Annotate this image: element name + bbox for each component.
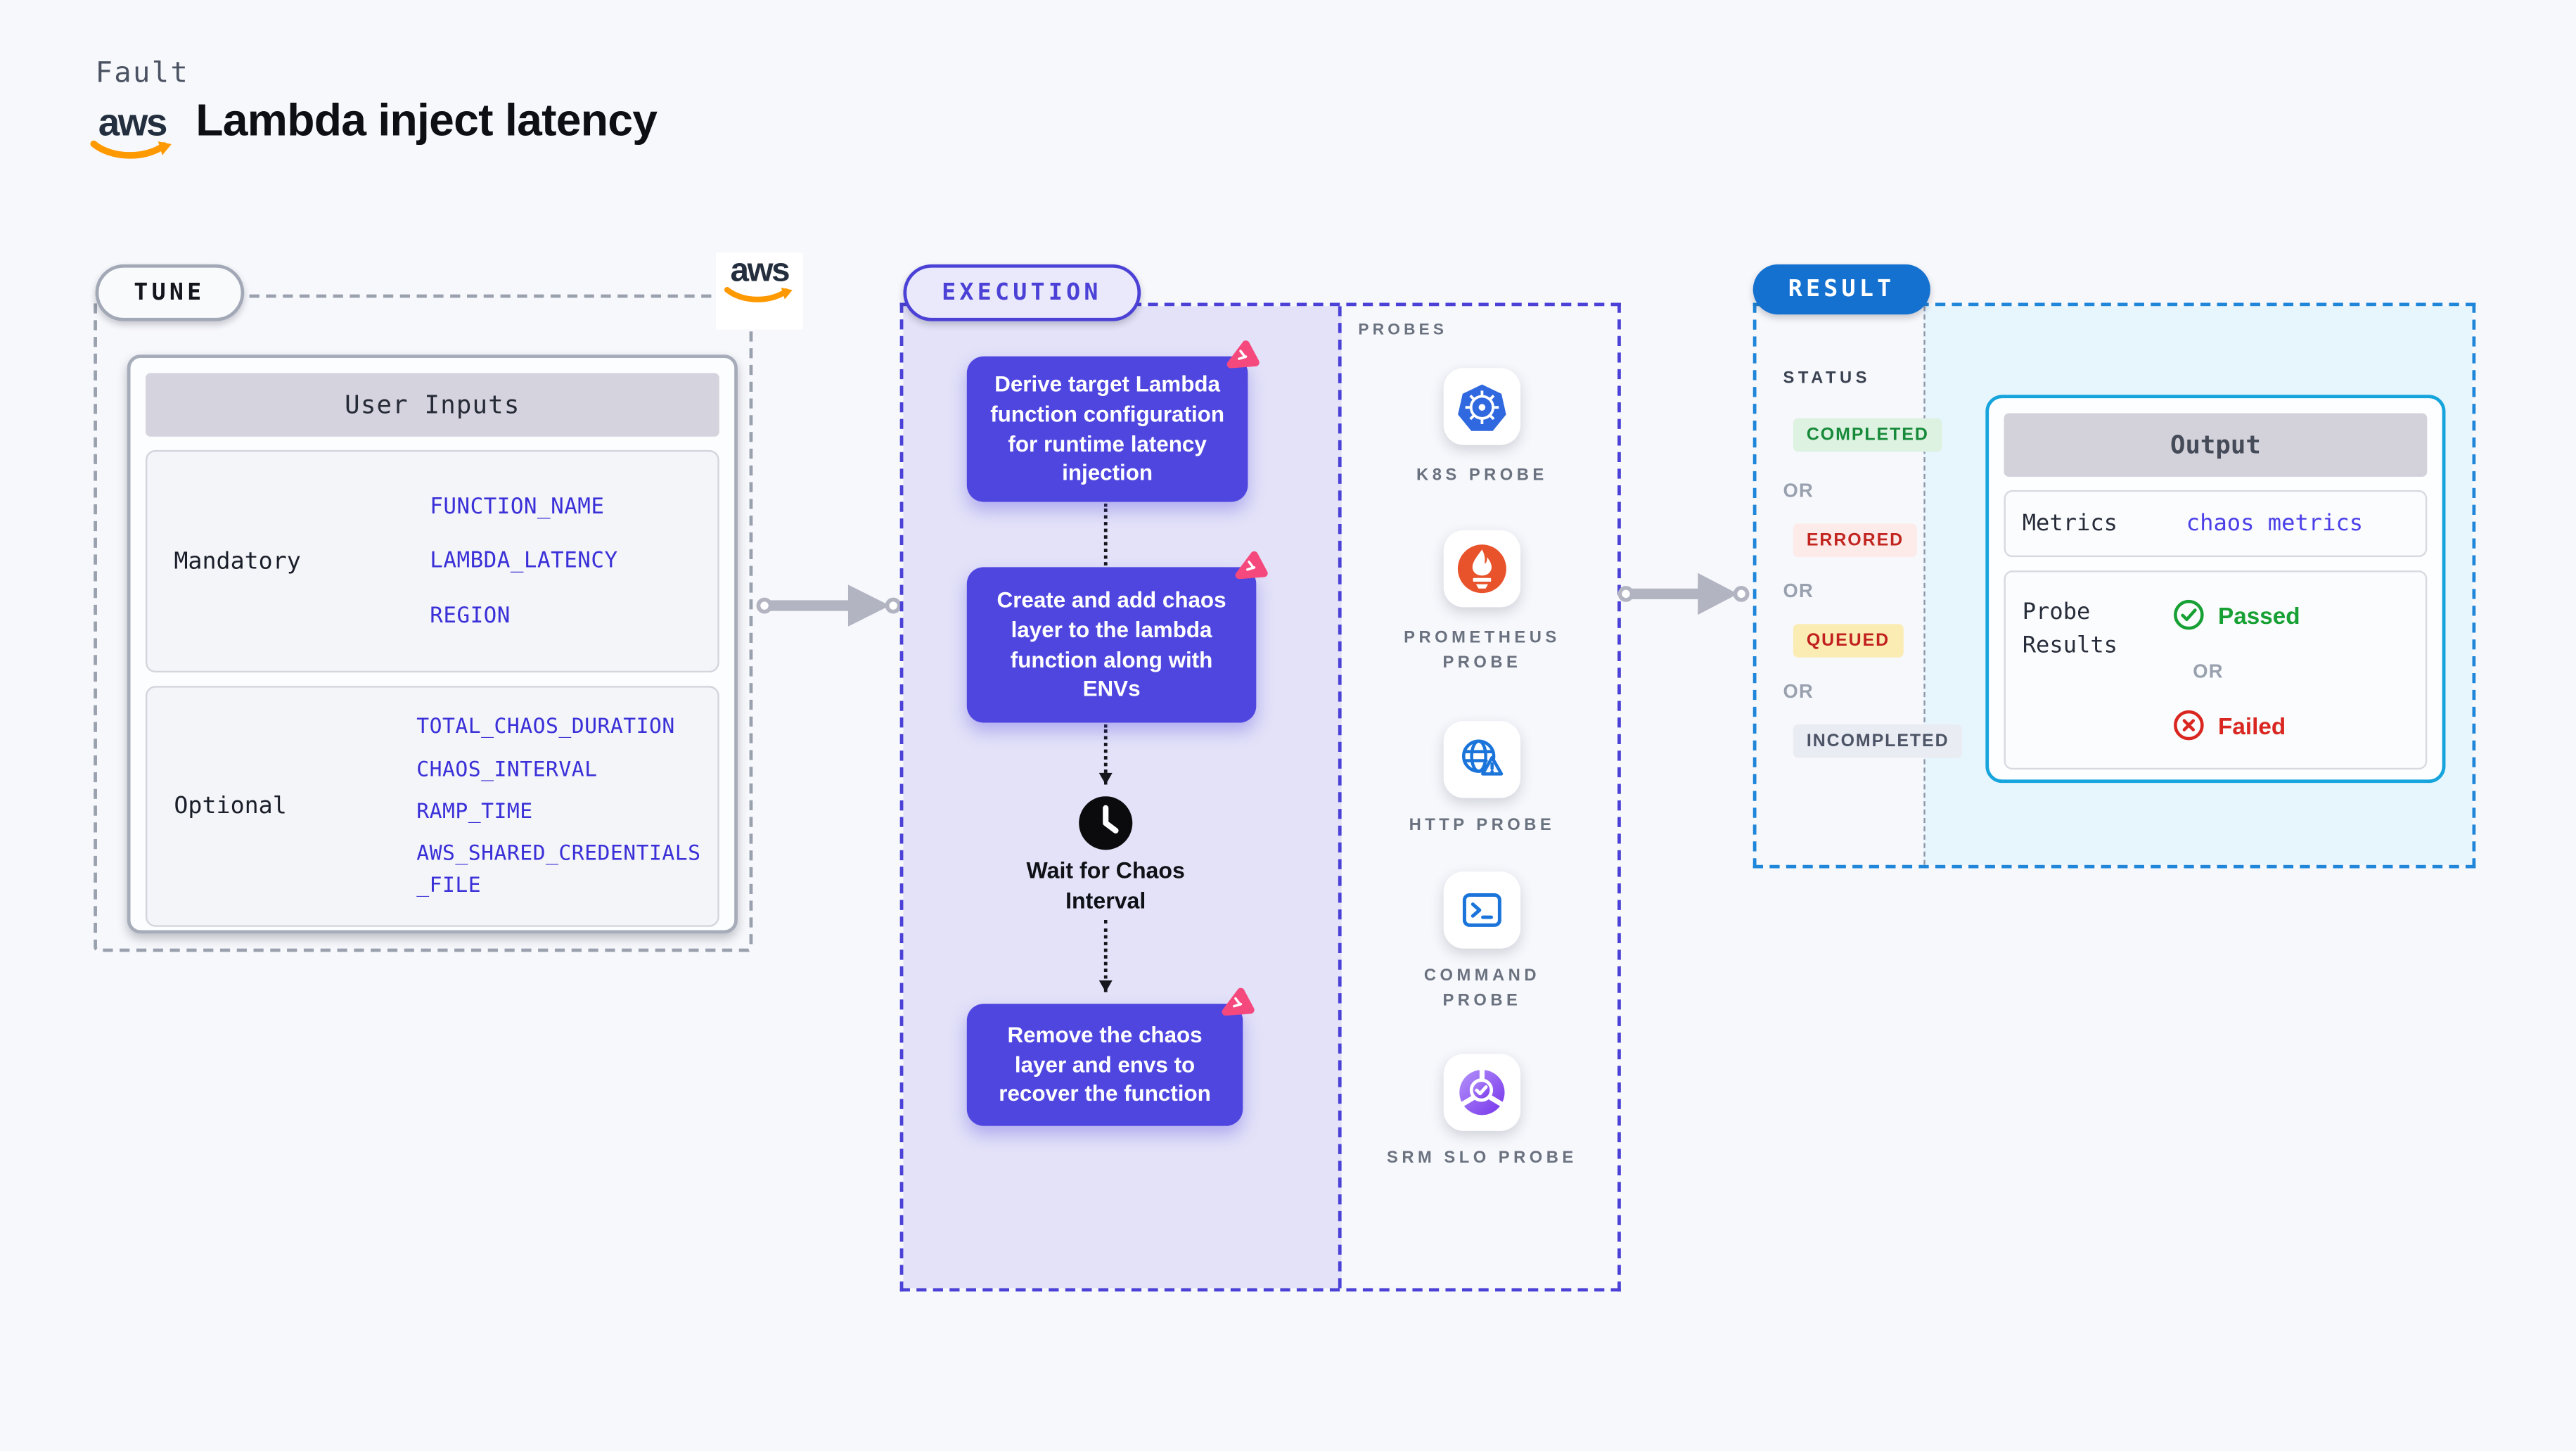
litmus-icon [1226,340,1260,369]
step-connector [1098,920,1112,992]
metrics-label: Metrics [2022,510,2118,537]
output-card: Output Metrics chaos metrics Probe Resul… [1985,395,2446,784]
step-connector [1103,503,1108,565]
tune-badge: TUNE [95,264,244,321]
status-badge-errored: ERRORED [1793,523,1918,558]
flow-arrow-icon [756,584,902,627]
tune-aws-logo-backdrop: aws [716,253,803,330]
globe-warning-icon [1461,739,1504,776]
param: CHAOS_INTERVAL [416,755,598,781]
result-badge: RESULT [1752,264,1930,315]
status-badge-incompleted: INCOMPLETED [1793,724,1963,758]
probe-label: K8S PROBE [1416,466,1548,485]
param: REGION [430,603,511,629]
mandatory-group: Mandatory FUNCTION_NAME LAMBDA_LATENCY R… [145,449,719,673]
aws-smile-icon [90,139,172,158]
output-title: Output [2004,413,2428,477]
clock-icon [1079,796,1133,850]
tune-panel [94,294,753,952]
litmus-icon [1222,987,1255,1016]
step-remove-layer: Remove the chaos layer and envs to recov… [966,987,1255,1126]
x-circle-icon [2174,710,2204,741]
aws-logo-text: aws [98,100,168,144]
command-probe-card [1443,871,1521,949]
or-separator: OR [1783,582,1814,603]
probe-results-row: Probe Results Passed OR Failed [2004,570,2428,770]
litmus-icon [1235,551,1268,580]
probe-results-label: Probe Results [2022,599,2118,660]
step-text: Create and add chaos layer to the lambda… [997,587,1226,701]
status-badge-completed: COMPLETED [1793,418,1942,452]
probe-label: HTTP PROBE [1409,816,1556,835]
slo-donut-check-icon [1459,1068,1505,1116]
probe-label: COMMAND PROBE [1423,966,1540,1011]
fault-kicker: Fault [95,56,190,91]
failed-label: Failed [2217,712,2286,739]
kubernetes-icon [1458,383,1506,430]
step-create-layer: Create and add chaos layer to the lambda… [966,551,1268,723]
param: TOTAL_CHAOS_DURATION [416,713,675,739]
group-label: Mandatory [174,547,301,575]
prometheus-icon [1457,544,1506,594]
mandatory-params: FUNCTION_NAME LAMBDA_LATENCY REGION [430,452,717,671]
probe-label: SRM SLO PROBE [1387,1149,1577,1168]
step-text: Derive target Lambda function configurat… [990,372,1225,485]
terminal-icon [1462,893,1501,927]
step-connector [1098,724,1112,785]
k8s-probe-card [1443,368,1521,445]
failed-result: Failed [2173,710,2286,741]
param: FUNCTION_NAME [430,494,605,520]
http-probe-card [1443,721,1521,798]
passed-result: Passed [2173,599,2300,631]
metrics-value: chaos metrics [2186,510,2364,537]
optional-params: TOTAL_CHAOS_DURATION CHAOS_INTERVAL RAMP… [416,688,717,926]
check-circle-icon [2174,599,2204,630]
srm-slo-probe-card [1443,1054,1521,1131]
aws-logo: aws [724,253,795,329]
aws-logo-text: aws [730,253,790,290]
probe-label: PROMETHEUS PROBE [1404,629,1561,673]
metrics-row: Metrics chaos metrics [2004,490,2428,558]
status-title: STATUS [1783,369,1871,388]
or-separator: OR [1783,682,1814,703]
step-text: Remove the chaos layer and envs to recov… [999,1022,1211,1106]
param: AWS_SHARED_CREDENTIALS_FILE [416,840,701,897]
param: LAMBDA_LATENCY [430,549,618,574]
flow-arrow-icon [1617,573,1750,615]
or-separator: OR [1783,482,1814,502]
probes-title: PROBES [1358,321,1448,340]
execution-badge: EXECUTION [903,264,1141,321]
param: RAMP_TIME [416,798,533,823]
status-badge-queued: QUEUED [1793,624,1904,658]
aws-logo: aws [90,100,174,161]
wait-step-label: Wait for Chaos Interval [1026,858,1185,913]
user-inputs-card: User Inputs Mandatory FUNCTION_NAME LAMB… [127,354,738,934]
or-separator: OR [2193,662,2224,683]
page-title: Lambda inject latency [196,95,658,146]
passed-label: Passed [2217,601,2300,629]
group-label: Optional [174,793,287,820]
aws-smile-icon [724,287,793,302]
step-derive-config: Derive target Lambda function configurat… [966,340,1260,502]
optional-group: Optional TOTAL_CHAOS_DURATION CHAOS_INTE… [145,686,719,927]
user-inputs-title: User Inputs [145,373,719,437]
prometheus-probe-card [1443,530,1521,608]
